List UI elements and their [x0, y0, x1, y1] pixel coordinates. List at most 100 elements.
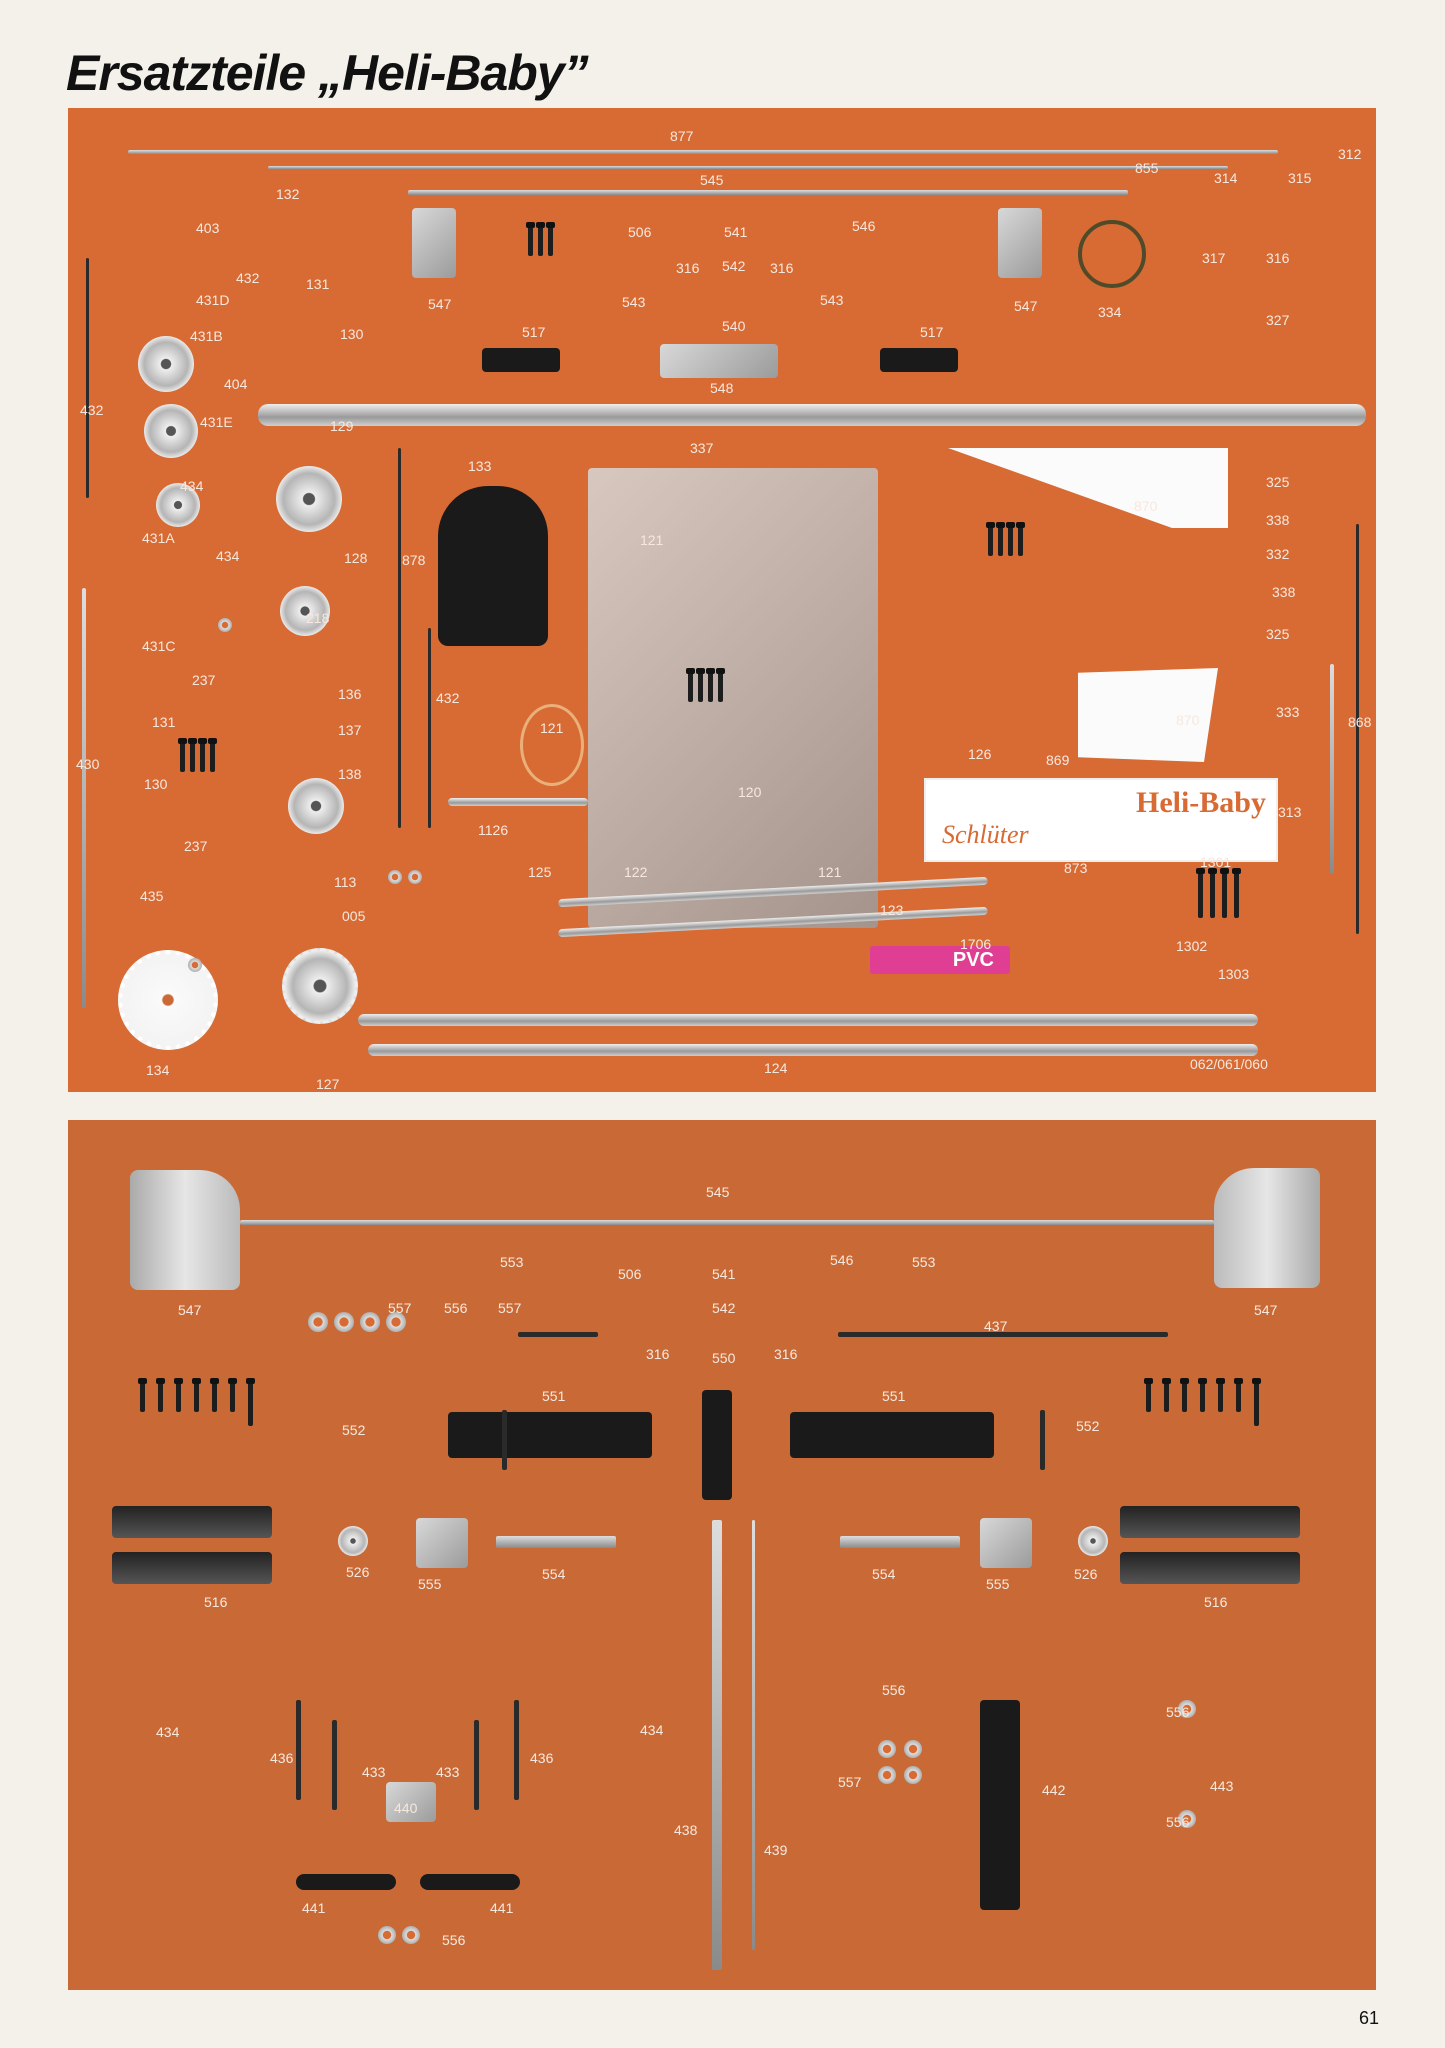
- part-number-label: 552: [1076, 1418, 1100, 1434]
- part-number-label: 556: [442, 1932, 466, 1948]
- part-arm-516-right-a: [1120, 1506, 1300, 1538]
- part-rod-877: [128, 150, 1278, 154]
- part-rod-333: [1330, 664, 1334, 874]
- part-plate-551-right: [790, 1412, 994, 1458]
- part-link-436-left: [296, 1700, 301, 1800]
- part-number-label: 122: [624, 864, 648, 880]
- part-number-label: 237: [184, 838, 208, 854]
- part-mainshaft-438: [712, 1520, 722, 1970]
- decal-brand: Heli-Baby: [1135, 786, 1266, 819]
- part-number-label: 547: [1254, 1302, 1278, 1318]
- part-number-label: 439: [764, 1842, 788, 1858]
- part-number-label: 432: [436, 690, 460, 706]
- part-number-label: 438: [674, 1822, 698, 1838]
- part-arm-516-right-b: [1120, 1552, 1300, 1584]
- part-pulley-431b: [138, 336, 194, 392]
- part-hub-548: [660, 344, 778, 378]
- part-link-433-left: [332, 1720, 337, 1810]
- part-number-label: 547: [1014, 298, 1038, 314]
- part-number-label: 557: [498, 1300, 522, 1316]
- part-fin-870-bottom: [1078, 668, 1218, 762]
- part-number-label: 125: [528, 864, 552, 880]
- part-number-label: 130: [340, 326, 364, 342]
- part-pulley-128: [276, 466, 342, 532]
- part-strip-517-left: [482, 348, 560, 372]
- part-block-555-right: [980, 1518, 1032, 1568]
- part-number-label: 325: [1266, 474, 1290, 490]
- part-pin-552-left: [502, 1410, 507, 1470]
- part-number-label: 128: [344, 550, 368, 566]
- part-number-label: 547: [178, 1302, 202, 1318]
- part-number-label: 443: [1210, 1778, 1234, 1794]
- part-number-label: 337: [690, 440, 714, 456]
- part-number-label: 543: [622, 294, 646, 310]
- part-skid-124-b: [368, 1044, 1258, 1056]
- part-number-label: 316: [1266, 250, 1290, 266]
- part-number-label: 545: [706, 1184, 730, 1200]
- part-number-label: 442: [1042, 1782, 1066, 1798]
- part-number-label: 121: [818, 864, 842, 880]
- part-number-label: 546: [852, 218, 876, 234]
- part-number-label: 134: [146, 1062, 170, 1078]
- part-number-label: 137: [338, 722, 362, 738]
- part-rubber-band-1126: [520, 704, 584, 786]
- part-number-label: 132: [276, 186, 300, 202]
- part-shaft-554-right: [840, 1536, 960, 1548]
- part-number-label: 127: [316, 1076, 340, 1092]
- part-number-label: 403: [196, 220, 220, 236]
- part-number-label: 315: [1288, 170, 1312, 186]
- part-rod-868: [1356, 524, 1359, 934]
- part-number-label: 431A: [142, 530, 175, 546]
- part-hub-550: [702, 1390, 732, 1500]
- part-gear-134: [118, 950, 218, 1050]
- part-number-label: 555: [418, 1576, 442, 1592]
- part-number-label: 131: [306, 276, 330, 292]
- part-number-label: 540: [722, 318, 746, 334]
- part-number-label: 441: [302, 1900, 326, 1916]
- part-rod-432-mid: [428, 628, 431, 828]
- part-number-label: 431B: [190, 328, 223, 344]
- part-number-label: 129: [330, 418, 354, 434]
- part-glue-tube-1706: PVC: [870, 946, 1010, 974]
- part-number-label: 868: [1348, 714, 1372, 730]
- part-number-label: 506: [618, 1266, 642, 1282]
- part-number-label: 526: [1074, 1566, 1098, 1582]
- part-number-label: 557: [838, 1774, 862, 1790]
- part-number-label: 431D: [196, 292, 230, 308]
- part-number-label: 138: [338, 766, 362, 782]
- part-number-label: 542: [712, 1300, 736, 1316]
- part-number-label: 869: [1046, 752, 1070, 768]
- part-number-label: 1301: [1200, 854, 1232, 870]
- part-link-437-left: [518, 1332, 598, 1337]
- part-wire-coil-334: [1078, 220, 1146, 288]
- part-number-label: 431E: [200, 414, 233, 430]
- part-bushing-526-left: [338, 1526, 368, 1556]
- part-link-436-right: [514, 1700, 519, 1800]
- part-number-label: 545: [700, 172, 724, 188]
- part-frame-120: [588, 468, 878, 928]
- part-number-label: 126: [968, 746, 992, 762]
- part-number-label: 556: [444, 1300, 468, 1316]
- part-number-label: 316: [770, 260, 794, 276]
- part-number-label: 516: [1204, 1594, 1228, 1610]
- part-number-label: 130: [144, 776, 168, 792]
- part-shaft-554-left: [496, 1536, 616, 1548]
- part-number-label: 338: [1266, 512, 1290, 528]
- part-number-label: 1303: [1218, 966, 1250, 982]
- part-lever-441-left: [296, 1874, 396, 1890]
- part-rod-878: [398, 448, 401, 828]
- part-number-label: 541: [712, 1266, 736, 1282]
- part-link-437-right: [838, 1332, 1168, 1337]
- part-canopy-133: [438, 486, 548, 646]
- part-number-label: 548: [710, 380, 734, 396]
- part-rod-432-left: [86, 258, 89, 498]
- part-number-label: 317: [1202, 250, 1226, 266]
- part-block-440: [386, 1782, 436, 1822]
- part-number-label: 551: [882, 1388, 906, 1404]
- part-number-label: 516: [204, 1594, 228, 1610]
- part-number-label: 316: [646, 1346, 670, 1362]
- part-strip-517-right: [880, 348, 958, 372]
- part-number-label: 552: [342, 1422, 366, 1438]
- part-number-label: 1706: [960, 936, 992, 952]
- part-number-label: 133: [468, 458, 492, 474]
